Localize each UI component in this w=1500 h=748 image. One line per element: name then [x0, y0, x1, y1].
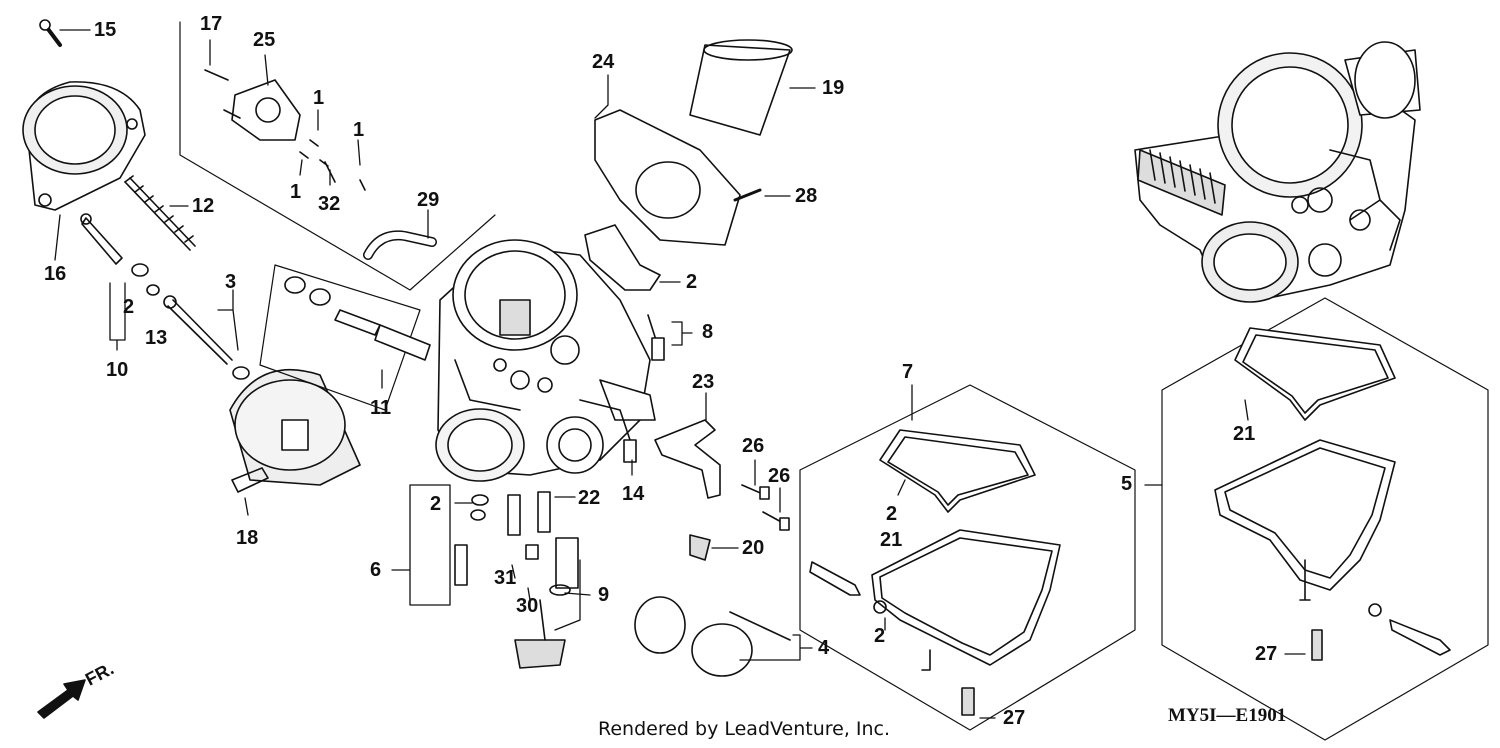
callout-30: 30: [516, 595, 539, 617]
callout-13: 13: [145, 327, 168, 349]
callout-19: 19: [822, 77, 845, 99]
callout-21-b: 21: [880, 529, 903, 551]
callout-9: 9: [598, 584, 610, 606]
callout-28: 28: [795, 185, 818, 207]
callout-4: 4: [818, 637, 830, 659]
diaphragm-piston: [229, 368, 361, 493]
float-bowl-set-frame: [1161, 297, 1489, 741]
callout-32: 32: [318, 193, 341, 215]
carburetor-body-illustration: [435, 239, 656, 482]
callout-26-a: 26: [742, 435, 765, 457]
callout-2-c: 2: [430, 493, 442, 515]
callout-26-b: 26: [768, 465, 791, 487]
holder-plate-24: [594, 109, 741, 246]
callout-29: 29: [417, 189, 440, 211]
callout-20: 20: [742, 537, 765, 559]
callout-17: 17: [200, 13, 223, 35]
callout-31: 31: [494, 567, 517, 589]
callout-3: 3: [225, 271, 237, 293]
box-frame-17-32: [179, 21, 496, 291]
front-direction-arrow-icon: [37, 679, 86, 719]
air-cutoff-valve-set: [259, 264, 431, 411]
callout-16: 16: [44, 263, 67, 285]
callout-8: 8: [702, 321, 714, 343]
tube-29: [363, 230, 437, 260]
callout-21-a: 21: [1233, 423, 1256, 445]
callout-27-b: 27: [1003, 707, 1026, 729]
callout-1-c: 1: [290, 181, 302, 203]
top-cover: [22, 81, 146, 211]
callout-7: 7: [902, 361, 914, 383]
callout-2-a: 2: [123, 296, 135, 318]
callout-23: 23: [692, 371, 715, 393]
choke-assembly-25: [204, 69, 301, 141]
callout-5: 5: [1121, 473, 1133, 495]
callout-15: 15: [94, 19, 117, 41]
callout-14: 14: [622, 483, 645, 505]
callout-12: 12: [192, 195, 215, 217]
callout-2-b: 2: [686, 271, 698, 293]
intake-funnel-19: [689, 39, 793, 136]
float-bowl-assembly-frame: [799, 384, 1136, 731]
bracket-23: [654, 419, 721, 499]
gasket-2-top: [584, 224, 661, 291]
callout-6: 6: [370, 559, 382, 581]
render-credit: Rendered by LeadVenture, Inc.: [598, 718, 891, 740]
callout-1-b: 1: [353, 119, 365, 141]
diagram-code: MY5I—E1901: [1168, 705, 1287, 726]
callout-18: 18: [236, 527, 259, 549]
callout-1-a: 1: [313, 87, 325, 109]
callout-11: 11: [370, 397, 392, 419]
callout-2-e: 2: [874, 625, 886, 647]
callout-24: 24: [592, 51, 615, 73]
callout-10: 10: [106, 359, 129, 381]
spring-12: [124, 175, 196, 251]
callout-25: 25: [253, 29, 276, 51]
assembled-carburetor-illustration: [1134, 41, 1421, 303]
callout-27-a: 27: [1255, 643, 1278, 665]
jet-needle-set: [80, 213, 250, 380]
callout-22: 22: [578, 487, 601, 509]
callout-2-d: 2: [886, 503, 898, 525]
small-parts: [39, 19, 791, 677]
leader-lines: [54, 29, 1306, 719]
